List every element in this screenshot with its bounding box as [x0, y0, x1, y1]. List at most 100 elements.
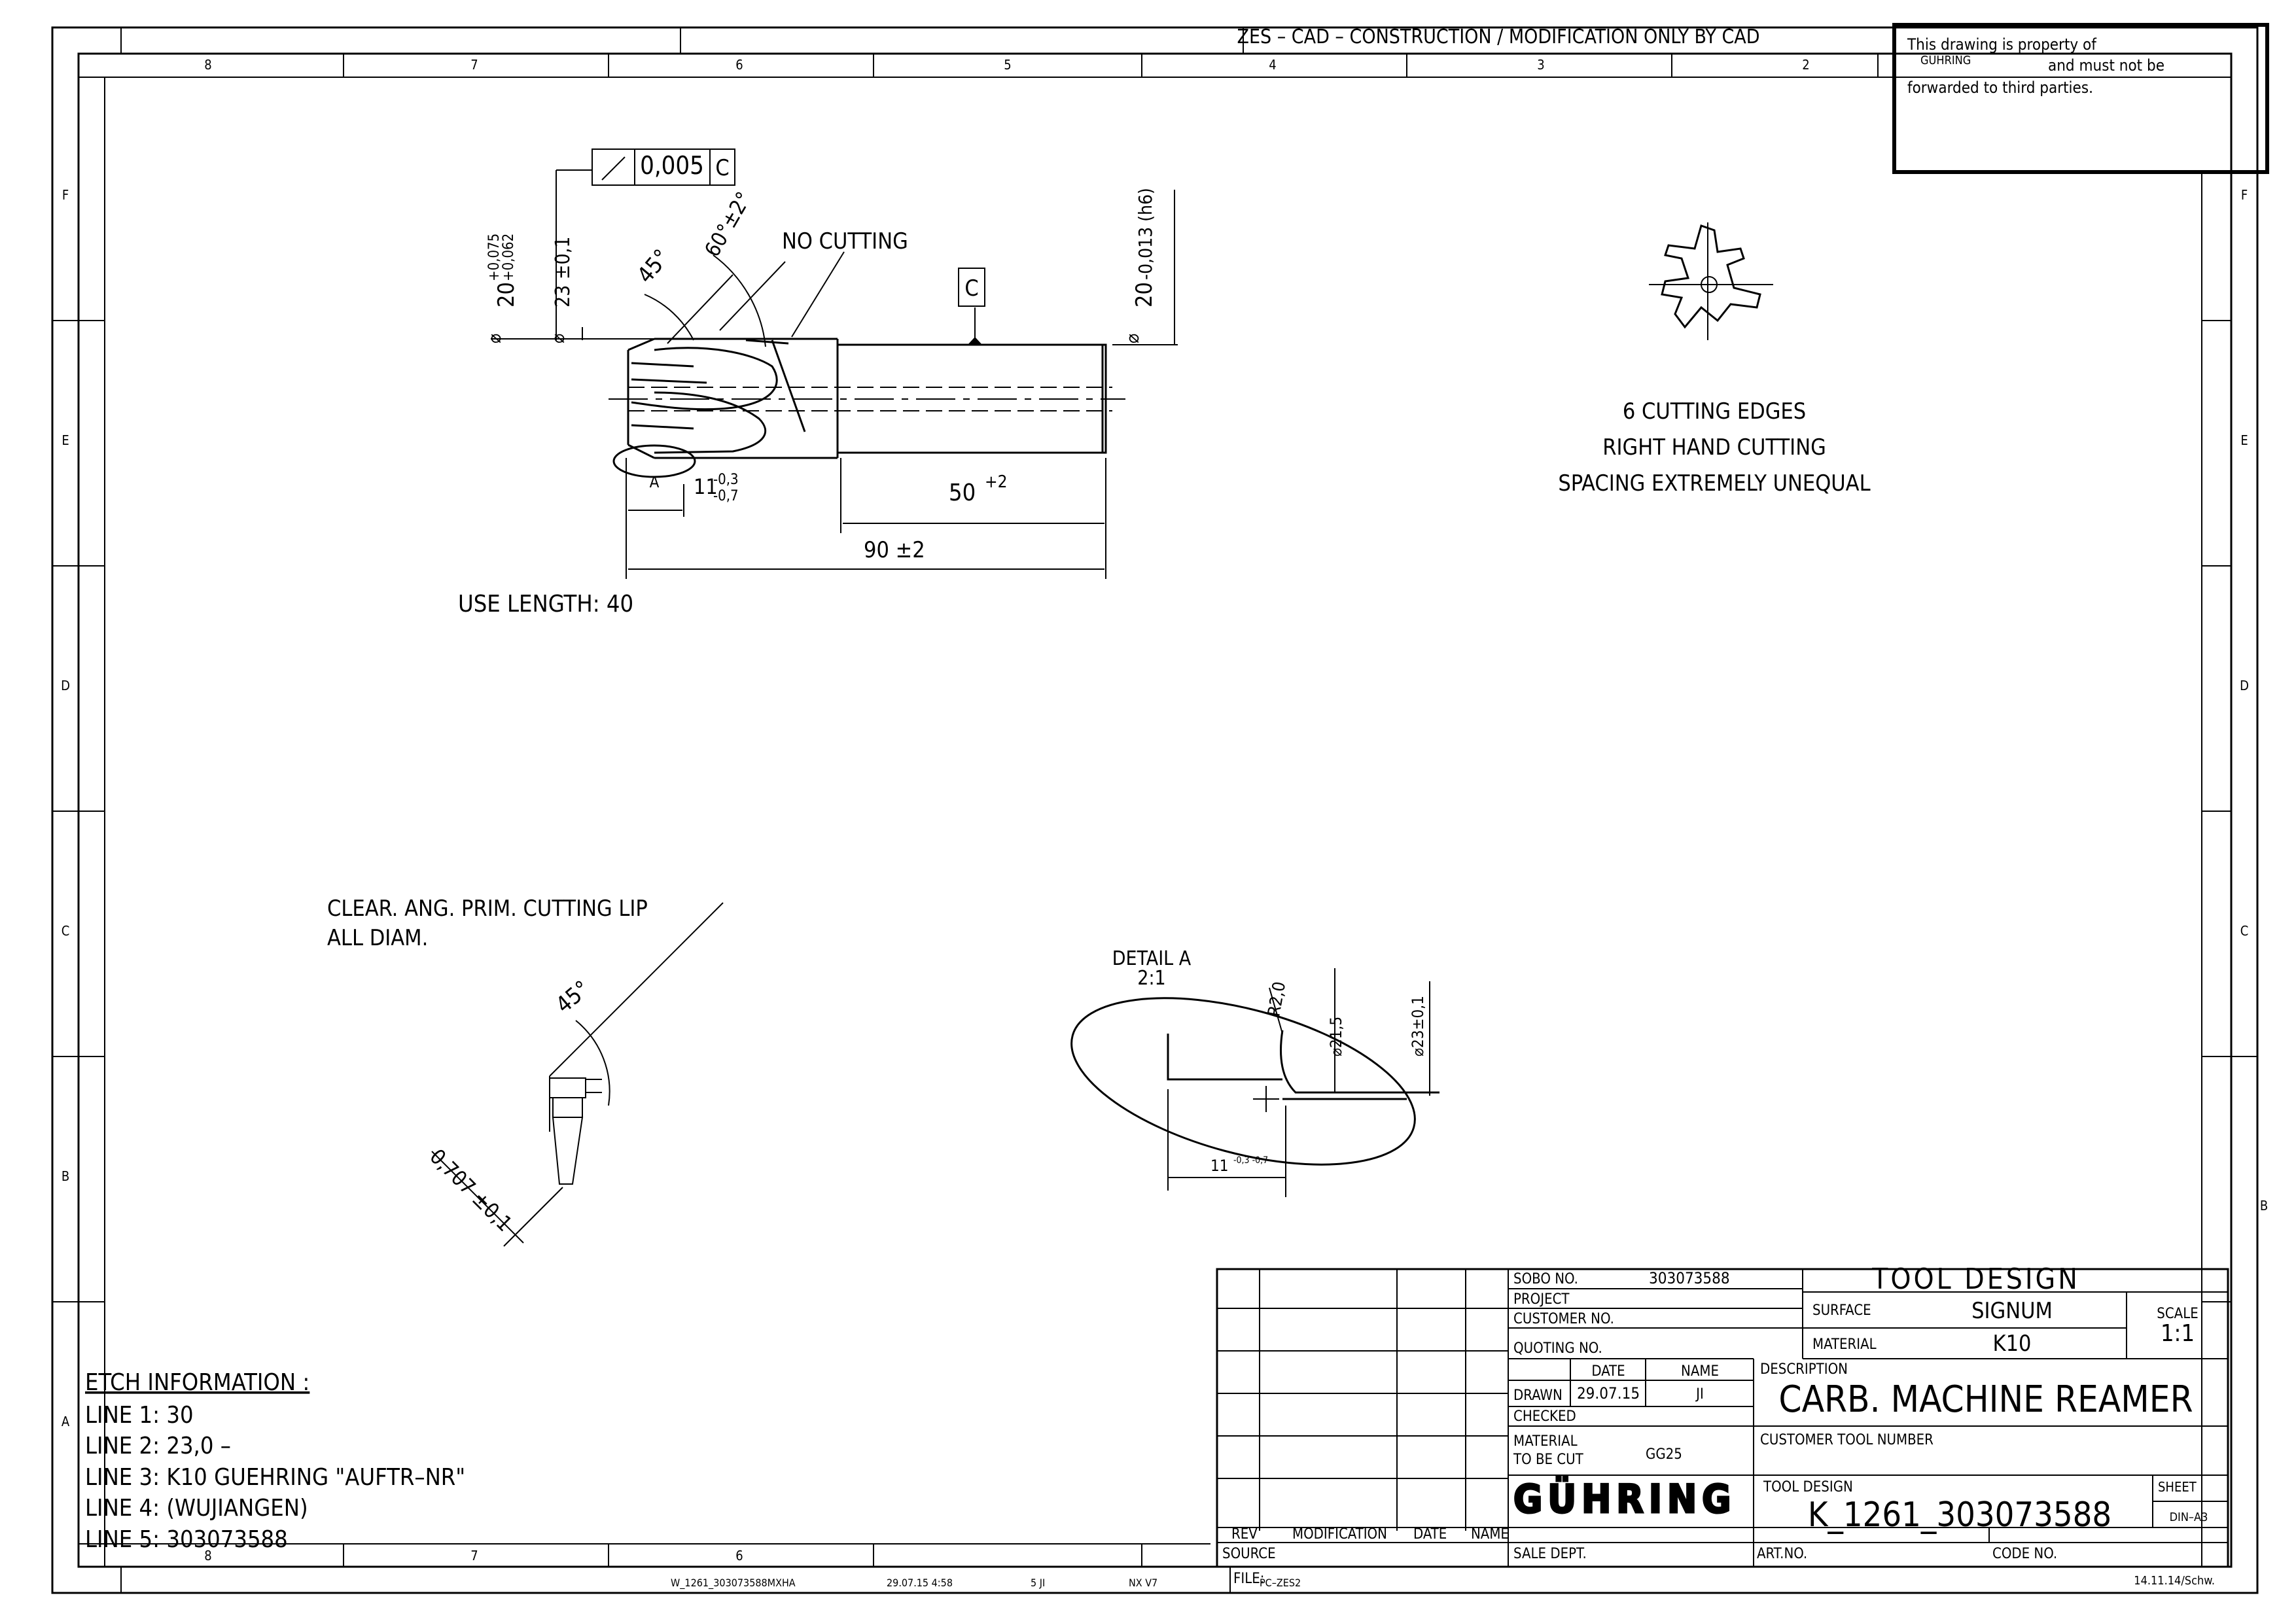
dim-50: 50 [949, 480, 976, 506]
property-line1: This drawing is property of [1907, 35, 2097, 54]
grid-col-6-bottom: 6 [735, 1548, 743, 1563]
dim-11: 11 [694, 474, 718, 499]
dia-head-tol-lower: +0,062 [501, 234, 517, 281]
grid-col-8-bottom: 8 [204, 1548, 211, 1563]
material-label: MATERIAL [1812, 1336, 1877, 1353]
grid-col-3: 3 [1537, 57, 1544, 73]
footer-info: W_1261_303073588MXHA 29.07.15 4:58 5 JI … [671, 1577, 1301, 1590]
grid-row-A: A [62, 1414, 70, 1429]
zes-note: ZES – CAD – CONSTRUCTION / MODIFICATION … [1237, 26, 1759, 48]
etch-line-2: LINE 2: 23,0 – [85, 1433, 231, 1459]
detail-a-ref: A [650, 473, 660, 491]
title-block: SOBO NO. 303073588 PROJECT CUSTOMER NO. … [1222, 1263, 2215, 1588]
detail-a-dim11-tol: -0,3 -0,7 [1233, 1155, 1268, 1166]
grid-row-D-right: D [2240, 678, 2249, 693]
footer-stamp: 14.11.14/Schw. [2134, 1574, 2215, 1588]
description-label: DESCRIPTION [1760, 1361, 1848, 1378]
footer-date-time: 29.07.15 4:58 [887, 1577, 953, 1589]
file-label: FILE: [1233, 1571, 1264, 1587]
tool-design-title: TOOL DESIGN [1871, 1263, 2080, 1296]
footer-station: PC–ZES2 [1260, 1577, 1301, 1589]
dia-symbol-2: ⌀ [547, 334, 569, 343]
detail-a-title: DETAIL A [1112, 947, 1192, 970]
datum-c-label: C [964, 275, 978, 302]
drawn-label: DRAWN [1513, 1387, 1563, 1404]
art-no-label: ART.NO. [1757, 1546, 1807, 1562]
etch-line-1: LINE 1: 30 [85, 1402, 194, 1429]
drawn-date: 29.07.15 [1577, 1384, 1640, 1403]
footer-count-user: 5 JI [1031, 1577, 1045, 1589]
detail-a-dim11: 11 [1210, 1157, 1228, 1175]
dia-head-dim: 20 +0,075 +0,062 ⌀ [484, 234, 520, 343]
grid-col-8: 8 [204, 57, 211, 73]
code-no-label: CODE NO. [1992, 1546, 2057, 1562]
grid-row-E-right: E [2240, 432, 2248, 448]
source-label: SOURCE [1222, 1546, 1276, 1562]
surface-value: SIGNUM [1971, 1298, 2053, 1324]
section-note-3: SPACING EXTREMELY UNEQUAL [1558, 470, 1870, 497]
dim-11-upper: -0,3 [713, 472, 739, 488]
property-line3: forwarded to third parties. [1907, 79, 2093, 97]
grid-col-2: 2 [1802, 57, 1809, 73]
grid-row-D: D [61, 678, 70, 693]
tool-design-value: K_1261_303073588 [1808, 1495, 2111, 1535]
grid-row-B: B [62, 1168, 69, 1184]
grid-col-6: 6 [735, 57, 743, 73]
description-value: CARB. MACHINE REAMER [1778, 1378, 2193, 1421]
dim-11-lower: -0,7 [713, 488, 739, 504]
name-label: NAME [1681, 1363, 1719, 1380]
dim-50-tol: +2 [985, 472, 1007, 492]
modification-label: MODIFICATION [1292, 1526, 1387, 1543]
rev-label: REV [1231, 1526, 1258, 1543]
footer-software: NX V7 [1129, 1577, 1157, 1589]
grid-col-7: 7 [470, 57, 478, 73]
drawn-name: JI [1695, 1386, 1704, 1403]
sheet-format: DIN–A3 [2170, 1510, 2208, 1524]
name-col-label: NAME [1471, 1526, 1509, 1543]
section-note-2: RIGHT HAND CUTTING [1602, 434, 1826, 461]
clearance-label-2: ALL DIAM. [327, 925, 428, 951]
use-length: USE LENGTH: 40 [458, 591, 633, 618]
no-cutting-label: NO CUTTING [782, 228, 908, 254]
grid-row-E: E [62, 432, 69, 448]
grid-row-F-right: F [2241, 187, 2248, 203]
guehring-logo: GÜHRING [1513, 1476, 1736, 1522]
detail-a-dia2: ⌀23±0,1 [1409, 996, 1427, 1056]
material-cut-label-1: MATERIAL [1513, 1433, 1578, 1450]
dia-pilot-dim: 23 ±0,1 [552, 237, 574, 307]
runout-tolerance-frame [592, 148, 735, 186]
sheet-frame [51, 23, 2269, 1594]
grid-col-7-bottom: 7 [470, 1548, 478, 1563]
checked-label: CHECKED [1513, 1408, 1576, 1425]
date-label: DATE [1591, 1363, 1625, 1380]
customer-tool-label: CUSTOMER TOOL NUMBER [1760, 1432, 1934, 1448]
property-company: GÜHRING [1920, 53, 1971, 67]
sale-dept-label: SALE DEPT. [1513, 1546, 1587, 1562]
datum-c-triangle [967, 337, 983, 345]
grid-row-B-right: B [2260, 1198, 2268, 1213]
grid-row-C: C [62, 923, 70, 939]
sobo-label: SOBO NO. [1513, 1271, 1578, 1287]
dia-symbol-3: ⌀ [1122, 334, 1143, 343]
scale-value: 1:1 [2161, 1320, 2195, 1347]
cross-section-view [1649, 222, 1773, 340]
etch-line-4: LINE 4: (WUJIANGEN) [85, 1495, 308, 1522]
material-value: K10 [1993, 1331, 2032, 1357]
dia-symbol-1: ⌀ [484, 334, 505, 343]
etch-line-3: LINE 3: K10 GUEHRING "AUFTR–NR" [85, 1464, 465, 1491]
clearance-label-1: CLEAR. ANG. PRIM. CUTTING LIP [327, 896, 648, 922]
clearance-view [431, 902, 724, 1247]
tool-design-label: TOOL DESIGN [1763, 1479, 1853, 1495]
dia-shank-tol: -0,013 (h6) [1135, 188, 1156, 280]
material-cut-value: GG25 [1646, 1446, 1682, 1463]
sheet-label: SHEET [2158, 1479, 2197, 1495]
material-cut-label-2: TO BE CUT [1513, 1452, 1584, 1468]
grid-col-4: 4 [1269, 57, 1276, 73]
grid-row-C-right: C [2240, 923, 2249, 939]
dim-90: 90 ±2 [864, 537, 925, 563]
dia-head-tol-upper: +0,075 [486, 234, 503, 281]
customer-no-label: CUSTOMER NO. [1513, 1311, 1614, 1327]
runout-value: 0,005 [640, 151, 704, 180]
project-label: PROJECT [1513, 1291, 1570, 1308]
